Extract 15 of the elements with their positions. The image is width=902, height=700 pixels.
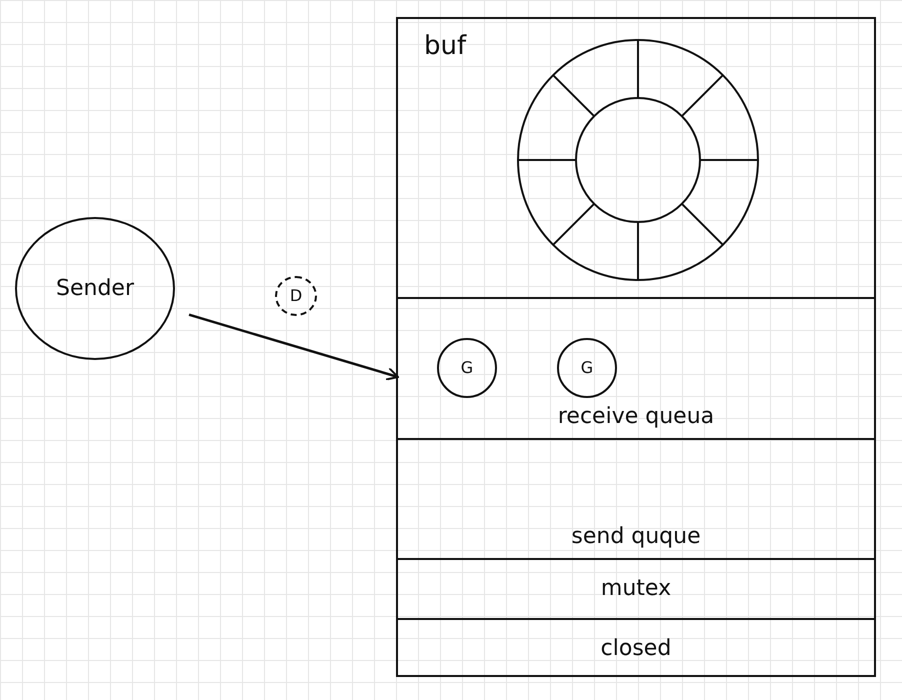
section-label: send quque (571, 524, 701, 550)
section-label: Sender (56, 276, 134, 302)
sender-circle (15, 217, 175, 360)
section-label: receive queua (558, 404, 714, 430)
node-label: D (290, 285, 302, 307)
channel-box (396, 17, 876, 677)
arrow (188, 314, 399, 381)
data-circle (275, 276, 317, 316)
section-label: buf (424, 33, 466, 59)
goroutine-circle (557, 338, 617, 398)
goroutine-circle (437, 338, 497, 398)
node-label: G (460, 357, 474, 379)
node-label: G (580, 357, 594, 379)
section-label: closed (600, 636, 672, 662)
section-label: mutex (600, 576, 672, 602)
